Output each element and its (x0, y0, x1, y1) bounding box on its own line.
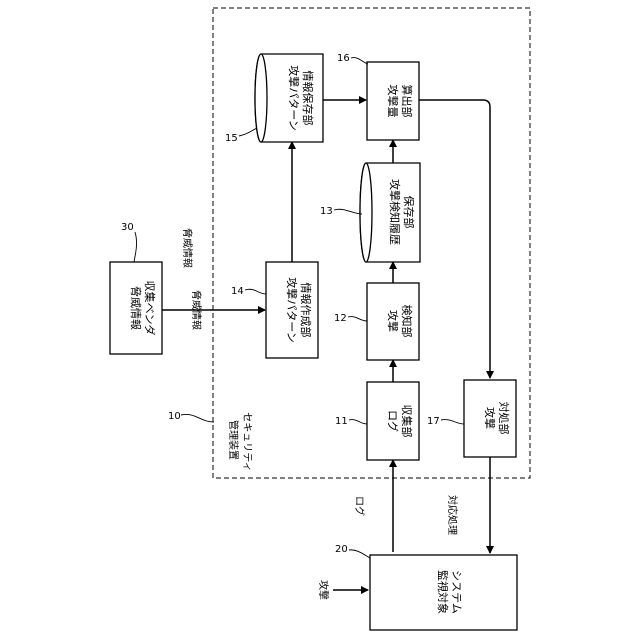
history-store-line1: 攻撃検知履歴 (388, 179, 402, 245)
edge-label-threat-info: 脅威情報 (181, 228, 194, 268)
handler-line1: 攻撃 (483, 407, 497, 429)
ref-num-14: 14 (231, 286, 244, 297)
ref-num-10: 10 (168, 411, 181, 422)
ref-num-16: 16 (337, 53, 350, 64)
leader-20 (349, 550, 370, 558)
threat-vendor-line2: 収集ベンダ (143, 281, 157, 336)
ref-num-20: 20 (335, 544, 348, 555)
ref-12: 12 (334, 313, 367, 324)
leader-14 (245, 289, 266, 294)
edge-label-attack: 攻撃 (317, 580, 330, 600)
node-log-collector[interactable]: ログ 収集部 (367, 382, 419, 460)
node-detection-history-store[interactable]: 攻撃検知履歴 保存部 (360, 163, 420, 262)
ref-13: 13 (320, 206, 362, 217)
leader-10 (181, 414, 214, 422)
pattern-creator-line1: 攻撃パターン (285, 277, 299, 342)
pattern-store-line2: 情報保存部 (301, 71, 315, 126)
leader-17 (441, 420, 464, 424)
node-pattern-creator[interactable]: 攻撃パターン 情報作成部 (266, 262, 318, 358)
security-device-line2: 管理装置 (227, 420, 240, 460)
node-pattern-store[interactable]: 攻撃パターン 情報保存部 (255, 54, 323, 142)
leader-11 (349, 420, 367, 424)
monitored-system-line1: 監視対象 (436, 570, 450, 614)
security-device-line1: セキュリティ (241, 412, 253, 471)
ref-15: 15 (225, 128, 257, 144)
ref-14: 14 (231, 286, 266, 297)
node-monitored-system[interactable]: 監視対象 システム (370, 555, 517, 630)
leader-15 (239, 128, 257, 136)
pattern-store-cylinder-end (255, 54, 267, 142)
ref-11: 11 (335, 416, 367, 427)
ref-17: 17 (427, 416, 464, 427)
detector-line2: 検知部 (400, 305, 414, 338)
leader-13 (334, 209, 362, 214)
ref-num-17: 17 (427, 416, 440, 427)
edge-label-log: ログ (353, 496, 366, 516)
ref-num-12: 12 (334, 313, 347, 324)
log-collector-line2: 収集部 (400, 405, 414, 438)
edge-label-countermeasure: 対応処理 (446, 495, 459, 535)
handler-line2: 対処部 (497, 402, 511, 435)
ref-num-13: 13 (320, 206, 333, 217)
ref-10: 10 (168, 411, 214, 422)
edge-label-threat-info-arrow: 脅威情報 (190, 290, 203, 330)
ref-num-11: 11 (335, 416, 348, 427)
ref-16: 16 (337, 53, 368, 64)
history-store-line2: 保存部 (402, 196, 416, 229)
pattern-store-line1: 攻撃パターン (287, 65, 301, 130)
node-threat-vendor[interactable]: 脅威情報 収集ベンダ (110, 262, 162, 354)
arrow-calculator-to-handler (419, 100, 490, 378)
leader-16 (351, 58, 368, 64)
node-attack-handler[interactable]: 攻撃 対処部 (464, 380, 516, 457)
log-collector-line1: ログ (386, 410, 400, 432)
ref-20: 20 (335, 544, 370, 558)
node-attack-amount-calculator[interactable]: 攻撃量 算出部 (367, 62, 419, 140)
ref-num-15: 15 (225, 133, 238, 144)
ref-num-30: 30 (121, 222, 134, 233)
monitored-system-line2: システム (450, 570, 463, 614)
node-attack-detector[interactable]: 攻撃 検知部 (367, 283, 419, 360)
calculator-line1: 攻撃量 (386, 85, 400, 118)
ref-30: 30 (121, 222, 137, 262)
pattern-creator-line2: 情報作成部 (299, 283, 313, 338)
threat-vendor-line1: 脅威情報 (129, 286, 143, 330)
calculator-line2: 算出部 (400, 85, 414, 118)
leader-12 (348, 317, 367, 321)
leader-30 (134, 232, 137, 262)
detector-line1: 攻撃 (386, 310, 400, 332)
history-store-cylinder-end (360, 163, 372, 262)
